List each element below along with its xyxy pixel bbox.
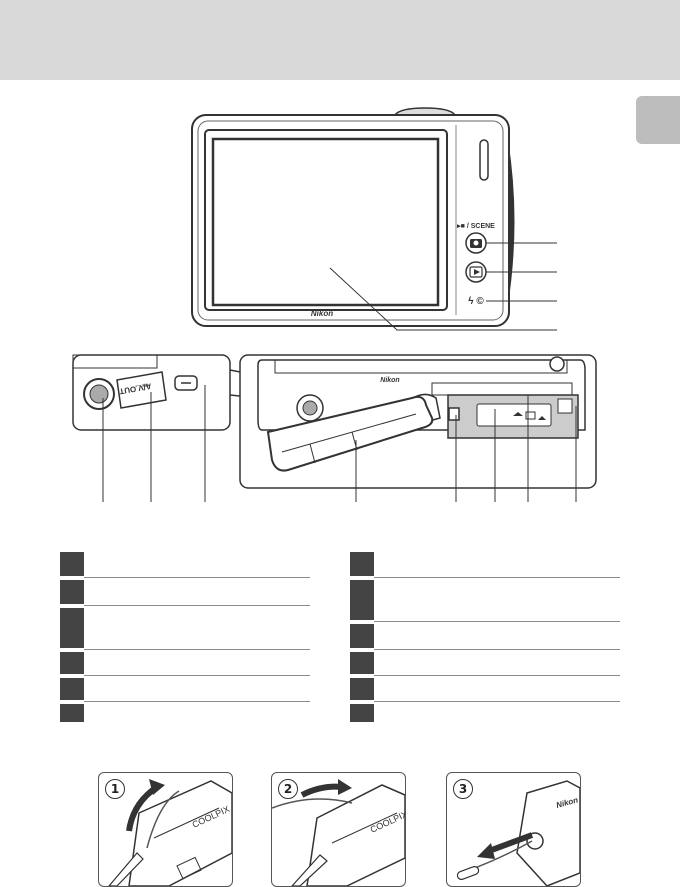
strap-step-3: 3 Nikon (446, 772, 581, 887)
strap-step-2: 2 COOLPIX (271, 772, 406, 887)
label-number-box (60, 552, 84, 576)
strap-step-illustration: COOLPIX (272, 779, 405, 886)
label-number-box (60, 608, 84, 648)
camera-body-inner (197, 120, 504, 321)
usb-icon: ⬽→ (133, 381, 150, 393)
section-tab (636, 96, 680, 144)
label-number-box (60, 678, 84, 700)
label-row-separator (84, 675, 310, 676)
shooting-mode-label: ▸■ / SCENE (456, 223, 495, 230)
step-number: 2 (278, 779, 298, 799)
shutter-bump (393, 107, 457, 116)
strap-band (108, 852, 144, 886)
strap-step-illustration: Nikon (456, 780, 580, 886)
part-label-list (60, 552, 620, 722)
memory-card-slot (557, 398, 573, 414)
label-row-separator (374, 675, 620, 676)
flash-mode-label: ϟ © (468, 296, 484, 307)
label-number-box (60, 652, 84, 674)
strap-step-illustration: COOLPIX (108, 779, 232, 886)
monitor-screen (211, 137, 440, 307)
power-switch (549, 356, 565, 372)
label-number-box (60, 580, 84, 604)
battery-latch (448, 407, 460, 421)
camera-back-illustration: Nikon ▸■ / SCENE ϟ © A/V OUT ⬽→ Nikon (72, 107, 597, 502)
chamber-rim (431, 382, 573, 396)
strap-step-1: 1 COOLPIX (98, 772, 233, 887)
label-row-separator (84, 649, 310, 650)
label-row-separator (374, 577, 620, 578)
label-row-separator (84, 605, 310, 606)
label-row-separator (374, 701, 620, 702)
step-number: 3 (453, 779, 473, 799)
label-number-box (350, 652, 374, 674)
label-number-box (350, 552, 374, 576)
play-icon (474, 269, 480, 275)
label-number-box (350, 624, 374, 648)
step-number: 1 (105, 779, 125, 799)
strap-cord (146, 790, 180, 849)
header-band (0, 0, 680, 80)
bottom-brand-mark: Nikon (380, 377, 399, 384)
label-row-separator (84, 701, 310, 702)
label-row-separator (374, 649, 620, 650)
battery (476, 403, 552, 427)
tripod-socket-thread (89, 384, 109, 404)
callout-line (329, 267, 557, 331)
battery-cover[interactable] (266, 395, 434, 472)
label-number-box (350, 678, 374, 700)
strap-band (456, 866, 480, 880)
label-number-box (60, 704, 84, 722)
speaker-slot (479, 139, 489, 181)
strap-band (291, 854, 328, 886)
brand-mark: Nikon (311, 309, 333, 318)
left-arrow (487, 832, 534, 854)
connector-cover[interactable] (116, 371, 167, 409)
label-row-separator (374, 621, 620, 622)
label-number-box (350, 580, 374, 620)
strap-cord (272, 798, 353, 809)
label-row-separator (84, 577, 310, 578)
label-number-box (350, 704, 374, 722)
right-arrow (300, 783, 343, 798)
